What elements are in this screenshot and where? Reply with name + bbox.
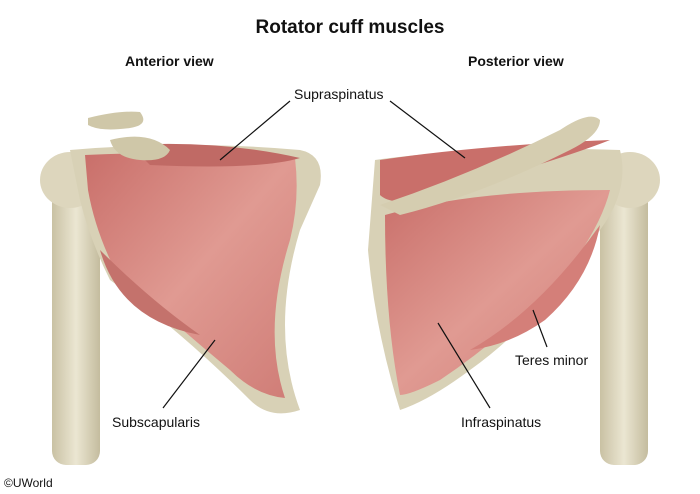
humerus-anterior [52, 170, 100, 465]
posterior-view-heading: Posterior view [468, 53, 564, 69]
diagram-title: Rotator cuff muscles [255, 17, 445, 38]
label-infraspinatus: Infraspinatus [461, 414, 542, 430]
teres-minor-muscle [470, 225, 600, 350]
coracoid-process [88, 111, 170, 161]
posterior-shoulder [368, 116, 660, 465]
scapular-spine [380, 116, 600, 215]
copyright: ©UWorld [4, 476, 53, 490]
anterior-view-heading: Anterior view [125, 53, 214, 69]
humerus-posterior [600, 170, 648, 465]
label-teres-minor: Teres minor [515, 352, 589, 368]
leader-supraspinatus-anterior [219, 100, 291, 161]
subscapularis-muscle [85, 153, 297, 398]
infraspinatus-muscle [385, 190, 610, 395]
leader-teres-minor [532, 309, 548, 348]
label-supraspinatus: Supraspinatus [294, 86, 384, 102]
label-subscapularis: Subscapularis [112, 414, 200, 430]
leader-infraspinatus [437, 322, 491, 409]
supraspinatus-anterior [130, 143, 300, 167]
leader-supraspinatus-posterior [389, 100, 466, 159]
anterior-shoulder [40, 111, 321, 465]
leader-subscapularis [162, 339, 216, 409]
